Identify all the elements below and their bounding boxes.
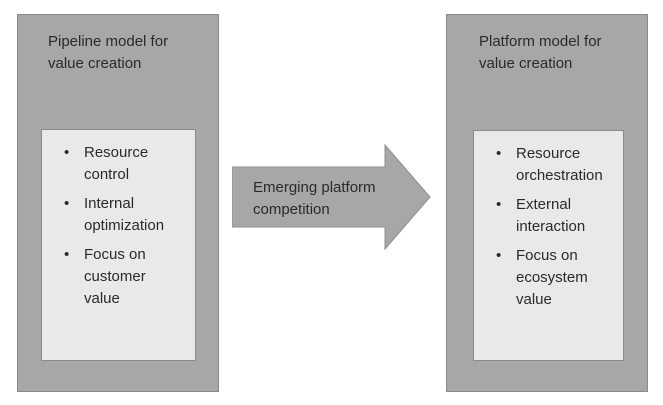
- pipeline-inner-panel: • Resource control • Internal optimizati…: [41, 129, 196, 361]
- pipeline-bullet-list: • Resource control • Internal optimizati…: [42, 130, 195, 310]
- right-arrow-shape: [232, 143, 431, 251]
- bullet-icon: •: [64, 195, 70, 212]
- list-item: • Resource orchestration: [496, 143, 619, 187]
- bullet-icon: •: [496, 145, 502, 162]
- bullet-text: Focus on ecosystem value: [516, 247, 588, 308]
- list-item: • Resource control: [64, 142, 191, 186]
- pipeline-box-title: Pipeline model for value creation: [48, 33, 169, 72]
- list-item: • Internal optimization: [64, 193, 191, 237]
- platform-box-title: Platform model for value creation: [479, 33, 602, 72]
- list-item: • Focus on ecosystem value: [496, 245, 619, 311]
- bullet-text: Internal optimization: [84, 195, 165, 234]
- arrow-label: Emerging platform competition: [253, 179, 376, 218]
- list-item: • External interaction: [496, 194, 619, 238]
- list-item: • Focus on customer value: [64, 244, 191, 310]
- bullet-icon: •: [496, 247, 502, 264]
- bullet-text: External interaction: [516, 196, 586, 235]
- pipeline-model-box: Pipeline model for value creation • Reso…: [17, 14, 219, 392]
- platform-model-box: Platform model for value creation • Reso…: [446, 14, 648, 392]
- bullet-text: Focus on customer value: [84, 246, 146, 307]
- platform-bullet-list: • Resource orchestration • External inte…: [474, 131, 623, 311]
- competition-arrow: Emerging platform competition: [232, 137, 432, 257]
- bullet-text: Resource control: [84, 144, 149, 183]
- bullet-icon: •: [496, 196, 502, 213]
- bullet-text: Resource orchestration: [516, 145, 603, 184]
- platform-inner-panel: • Resource orchestration • External inte…: [473, 130, 624, 361]
- bullet-icon: •: [64, 246, 70, 263]
- bullet-icon: •: [64, 144, 70, 161]
- right-arrow-icon: [232, 143, 431, 251]
